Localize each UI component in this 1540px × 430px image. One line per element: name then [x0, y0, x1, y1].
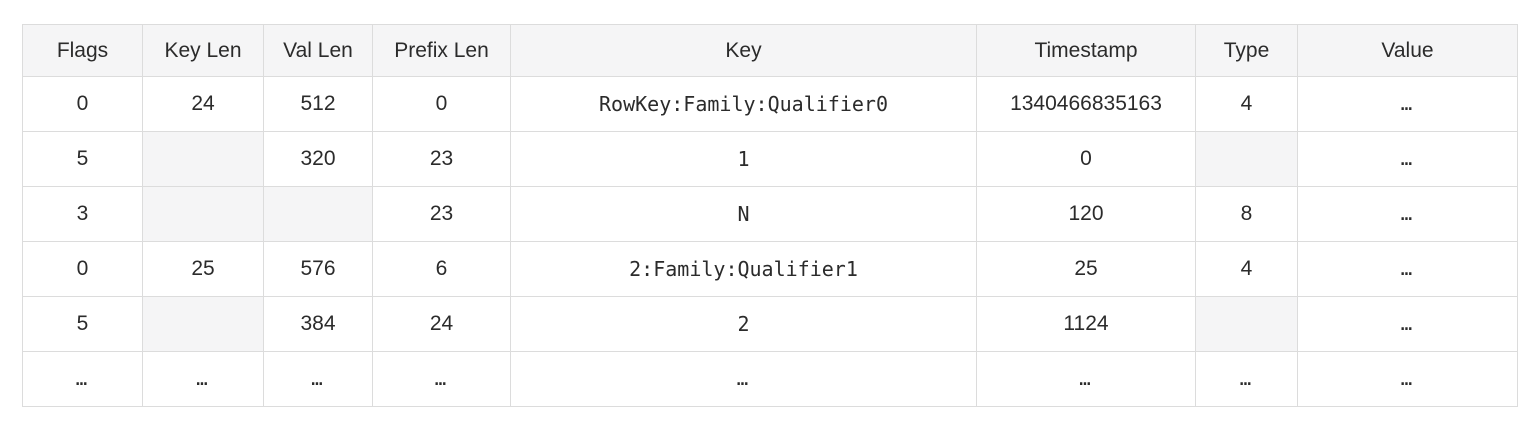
cell-r3-c8: … [1297, 186, 1518, 242]
cell-r6-c7: … [1195, 351, 1298, 407]
cell-r5-c2 [142, 296, 264, 352]
cell-r4-c5: 2:Family:Qualifier1 [510, 241, 977, 297]
cell-r1-c7: 4 [1195, 76, 1298, 132]
cell-r5-c8: … [1297, 296, 1518, 352]
cell-r6-c3: … [263, 351, 373, 407]
cell-r2-c7 [1195, 131, 1298, 187]
cell-r2-c1: 5 [22, 131, 143, 187]
cell-r5-c3: 384 [263, 296, 373, 352]
cell-r3-c1: 3 [22, 186, 143, 242]
cell-r4-c6: 25 [976, 241, 1196, 297]
column-header-key-len: Key Len [142, 24, 264, 77]
cell-r6-c8: … [1297, 351, 1518, 407]
cell-r1-c4: 0 [372, 76, 511, 132]
column-header-type: Type [1195, 24, 1298, 77]
cell-r2-c6: 0 [976, 131, 1196, 187]
column-header-prefix-len: Prefix Len [372, 24, 511, 77]
cell-r4-c8: … [1297, 241, 1518, 297]
cell-r4-c3: 576 [263, 241, 373, 297]
cell-r6-c2: … [142, 351, 264, 407]
column-header-flags: Flags [22, 24, 143, 77]
cell-r3-c7: 8 [1195, 186, 1298, 242]
cell-r3-c2 [142, 186, 264, 242]
column-header-value: Value [1297, 24, 1518, 77]
cell-r6-c6: … [976, 351, 1196, 407]
cell-r1-c2: 24 [142, 76, 264, 132]
column-header-timestamp: Timestamp [976, 24, 1196, 77]
cell-r3-c5: N [510, 186, 977, 242]
cell-r1-c6: 1340466835163 [976, 76, 1196, 132]
column-header-val-len: Val Len [263, 24, 373, 77]
cell-r1-c1: 0 [22, 76, 143, 132]
cell-r2-c8: … [1297, 131, 1518, 187]
cell-r1-c8: … [1297, 76, 1518, 132]
cell-r5-c1: 5 [22, 296, 143, 352]
cell-r6-c4: … [372, 351, 511, 407]
cell-r2-c2 [142, 131, 264, 187]
cell-r5-c5: 2 [510, 296, 977, 352]
cell-r6-c5: … [510, 351, 977, 407]
cell-r4-c1: 0 [22, 241, 143, 297]
cell-r5-c7 [1195, 296, 1298, 352]
cell-r6-c1: … [22, 351, 143, 407]
cell-r3-c6: 120 [976, 186, 1196, 242]
cell-r4-c7: 4 [1195, 241, 1298, 297]
cell-r2-c3: 320 [263, 131, 373, 187]
cell-r5-c6: 1124 [976, 296, 1196, 352]
cell-r2-c4: 23 [372, 131, 511, 187]
column-header-key: Key [510, 24, 977, 77]
cell-r1-c3: 512 [263, 76, 373, 132]
cell-r3-c3 [263, 186, 373, 242]
cell-r4-c4: 6 [372, 241, 511, 297]
cell-r1-c5: RowKey:Family:Qualifier0 [510, 76, 977, 132]
cell-r2-c5: 1 [510, 131, 977, 187]
table-row: …………………… [22, 351, 1518, 407]
cell-r5-c4: 24 [372, 296, 511, 352]
cell-r3-c4: 23 [372, 186, 511, 242]
cell-r4-c2: 25 [142, 241, 264, 297]
